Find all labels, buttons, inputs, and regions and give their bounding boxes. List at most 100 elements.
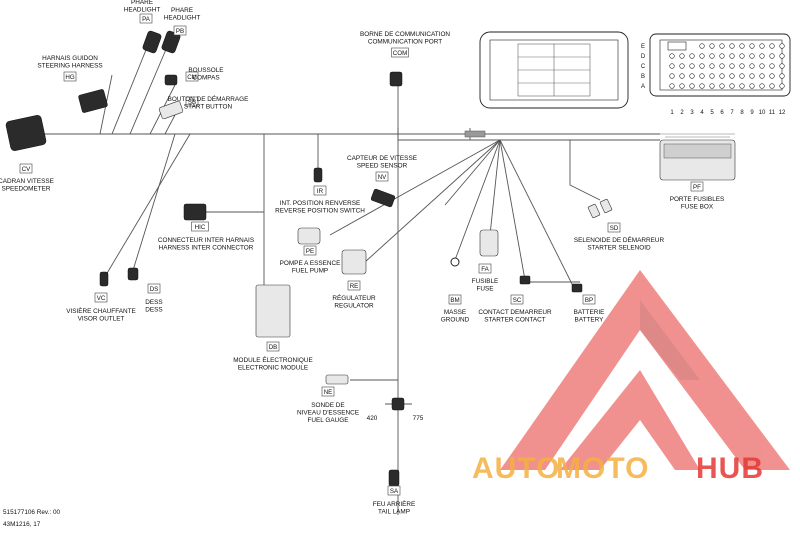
fuse-box-pin [759, 53, 765, 59]
column-number: 5 [710, 110, 714, 116]
fuse-icon [479, 229, 499, 257]
component-description-line: BATTERY [575, 317, 605, 324]
component-description-line: MODULE ÉLECTRONIQUE [233, 355, 313, 364]
fuse-box-pin [759, 83, 765, 89]
component-code: NE [324, 389, 333, 396]
fuse-box-pin [689, 73, 695, 79]
component-description-line: PORTE FUSIBLES [670, 196, 725, 203]
component-code-box [387, 485, 401, 496]
fuse-box-pin [709, 53, 715, 59]
fuse-box-pin [759, 73, 765, 79]
steering-harness-icon [78, 89, 108, 113]
component-code: BM [450, 297, 459, 304]
component-code-box [391, 47, 409, 58]
component-description-line: MASSE [444, 309, 466, 316]
fuse-box-pin [769, 83, 775, 89]
watermark-logo [500, 270, 790, 470]
component-description-line: FUSE BOX [681, 204, 714, 211]
dess-icon [127, 267, 139, 281]
component-code-box [63, 71, 77, 82]
component-code: PB [176, 28, 184, 35]
fuse-box-pin [719, 53, 725, 59]
component-description-line: HARNAIS GUIDON [42, 55, 98, 62]
component-description-line: POMPE A ESSENCE [280, 260, 341, 267]
component-code-box [510, 294, 524, 305]
starter-contact-icon [519, 275, 531, 285]
fuse-box-pin [669, 53, 675, 59]
column-number: 10 [759, 110, 766, 116]
component-code: COM [393, 50, 407, 57]
fuse-box-pin [709, 63, 715, 69]
row-letter: B [641, 74, 645, 80]
column-number: 3 [690, 110, 694, 116]
fuel-pump-icon [297, 227, 321, 245]
fuse-box-pin [679, 83, 685, 89]
fuse-box-pin [689, 63, 695, 69]
fuse-box-pin [709, 43, 715, 49]
component-description-line: SPEED SENSOR [357, 163, 408, 170]
component-description-line: HEADLIGHT [124, 7, 161, 14]
fuse-box-pin [739, 83, 745, 89]
component-description-line: VISOR OUTLET [78, 316, 125, 323]
component-description-line: NIVEAU D'ESSENCE [297, 410, 359, 417]
component-description-line: BORNE DE COMMUNICATION [360, 31, 450, 38]
component-code: RE [350, 283, 359, 290]
component-code: BP [585, 297, 593, 304]
column-number: 9 [750, 110, 754, 116]
fuse-box-pin [779, 53, 785, 59]
component-description-line: INT. POSITION RENVERSE [280, 200, 361, 207]
component-description-line: CONTACT DEMARREUR [478, 309, 552, 316]
component-code-box [313, 185, 327, 196]
fuel-gauge-sender-icon [325, 374, 349, 385]
column-number: 2 [680, 110, 684, 116]
fuse-box-pin [769, 63, 775, 69]
component-description-line: HEADLIGHT [164, 15, 201, 22]
fuse-box-pin [699, 83, 705, 89]
fuse-box-pin [749, 73, 755, 79]
fuse-box-pin [779, 43, 785, 49]
fuse-box-pin [679, 53, 685, 59]
component-code-box [19, 163, 33, 174]
component-code-box [139, 13, 153, 24]
fuse-box-pin [739, 43, 745, 49]
component-description-line: CAPTEUR DE VITESSE [347, 155, 417, 162]
watermark-hub: HUB [696, 452, 764, 485]
fuse-box-pin [729, 73, 735, 79]
harness-inter-connector-icon [183, 203, 207, 221]
component-code-box [191, 221, 209, 232]
component-description-line: FUEL GAUGE [308, 417, 349, 424]
column-number: 8 [740, 110, 744, 116]
component-description-line: SONDE DE [311, 402, 344, 409]
component-description-line: DESS [145, 299, 162, 306]
fuse-box-pin [719, 73, 725, 79]
fuse-box-pin [689, 53, 695, 59]
component-description-line: CADRAN VITESSE [0, 178, 54, 185]
component-code: HIC [195, 224, 206, 231]
row-letter: A [641, 84, 645, 90]
component-code: FA [481, 266, 489, 273]
component-code: PA [142, 16, 151, 23]
fuse-box-pin [669, 83, 675, 89]
fuse-box-pin [769, 73, 775, 79]
fuse-box-pinout: E D C B A 1 2 3 4 5 6 7 8 9 10 11 12 [641, 33, 791, 116]
component-description-line: STARTER SELENOID [587, 245, 651, 252]
fuse-box-pin [679, 63, 685, 69]
component-description-line: START BUTTON [184, 104, 233, 111]
fuse-box-pin [749, 43, 755, 49]
column-number: 7 [730, 110, 734, 116]
component-description-line: VISIÈRE CHAUFFANTE [66, 306, 136, 315]
fuse-box-pin [679, 73, 685, 79]
headlight-a-icon [142, 30, 162, 54]
footer-part-number: 43M1216, 17 [3, 521, 41, 528]
component-description-line: COMPAS [192, 75, 219, 82]
row-letter: D [641, 54, 646, 60]
component-description-line: RÉGULATEUR [332, 293, 376, 302]
